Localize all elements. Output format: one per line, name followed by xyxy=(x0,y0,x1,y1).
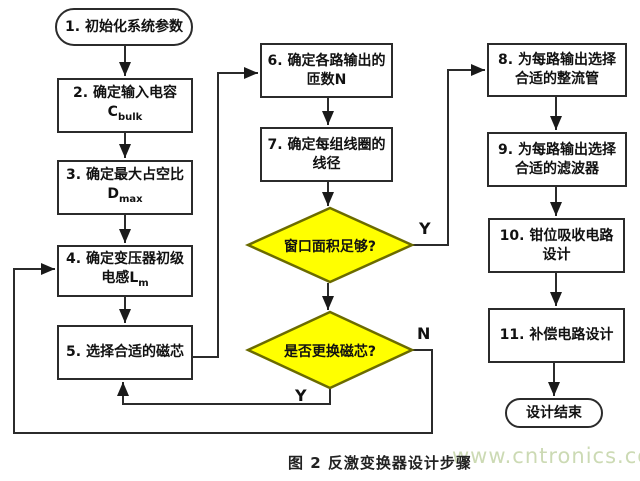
decision-core-label: 是否更换磁芯? xyxy=(283,344,377,360)
node-step4-line2: 电感Lm xyxy=(101,269,149,289)
node-step3-line1: 3. 确定最大占空比 xyxy=(66,167,184,184)
node-end: 设计结束 xyxy=(505,398,603,428)
node-step6: 6. 确定各路输出的 匝数N xyxy=(260,43,393,98)
connector-core-yes-to-step5 xyxy=(117,382,331,405)
node-step5-label: 5. 选择合适的磁芯 xyxy=(66,344,184,360)
node-step8: 8. 为每路输出选择 合适的整流管 xyxy=(487,43,627,97)
branch-label-window-yes: Y xyxy=(419,219,431,238)
decision-window-label: 窗口面积足够? xyxy=(283,239,377,255)
node-step10: 10. 钳位吸收电路 设计 xyxy=(488,218,625,273)
node-step8-line1: 8. 为每路输出选择 xyxy=(498,52,616,68)
node-start: 1. 初始化系统参数 xyxy=(55,8,193,46)
node-step10-line1: 10. 钳位吸收电路 xyxy=(499,227,614,244)
node-step9: 9. 为每路输出选择 合适的滤波器 xyxy=(487,132,627,187)
decision-core-diamond xyxy=(245,310,415,390)
node-step10-line2: 设计 xyxy=(542,246,571,263)
decision-window-diamond xyxy=(244,206,416,284)
figure-caption: 图 2 反激变换器设计步骤 xyxy=(288,454,472,472)
node-step2-line1: 2. 确定输入电容 xyxy=(73,85,177,102)
node-step3: 3. 确定最大占空比 Dmax xyxy=(57,160,193,215)
branch-label-core-yes: Y xyxy=(295,386,307,405)
node-step7-line1: 7. 确定每组线圈的 xyxy=(267,136,386,153)
node-step7-line2: 线径 xyxy=(312,155,341,172)
node-step5: 5. 选择合适的磁芯 xyxy=(57,325,193,380)
node-step7: 7. 确定每组线圈的 线径 xyxy=(260,127,393,182)
node-step9-line1: 9. 为每路输出选择 xyxy=(498,141,616,158)
node-step3-line2: Dmax xyxy=(107,186,143,205)
node-step9-line2: 合适的滤波器 xyxy=(515,160,599,177)
node-step2-line2: Cbulk xyxy=(107,104,143,123)
connector-step5-to-step6 xyxy=(193,67,258,358)
node-step4: 4. 确定变压器初级 电感Lm xyxy=(57,245,193,297)
connector-core-no-to-step4 xyxy=(13,263,433,434)
node-step6-line1: 6. 确定各路输出的 xyxy=(267,52,386,69)
node-step11-label: 11. 补偿电路设计 xyxy=(499,327,614,343)
node-step8-line2: 合适的整流管 xyxy=(515,71,599,87)
branch-label-core-no: N xyxy=(417,324,431,343)
node-step11: 11. 补偿电路设计 xyxy=(488,308,625,363)
connector-window-yes-to-step8 xyxy=(413,64,485,246)
node-step6-line2: 匝数N xyxy=(306,71,347,88)
watermark: www.cntronics.com xyxy=(452,444,640,468)
node-step4-line1: 4. 确定变压器初级 xyxy=(66,250,184,267)
node-start-label: 1. 初始化系统参数 xyxy=(65,18,183,35)
node-step2: 2. 确定输入电容 Cbulk xyxy=(57,78,193,133)
node-end-label: 设计结束 xyxy=(526,404,582,421)
